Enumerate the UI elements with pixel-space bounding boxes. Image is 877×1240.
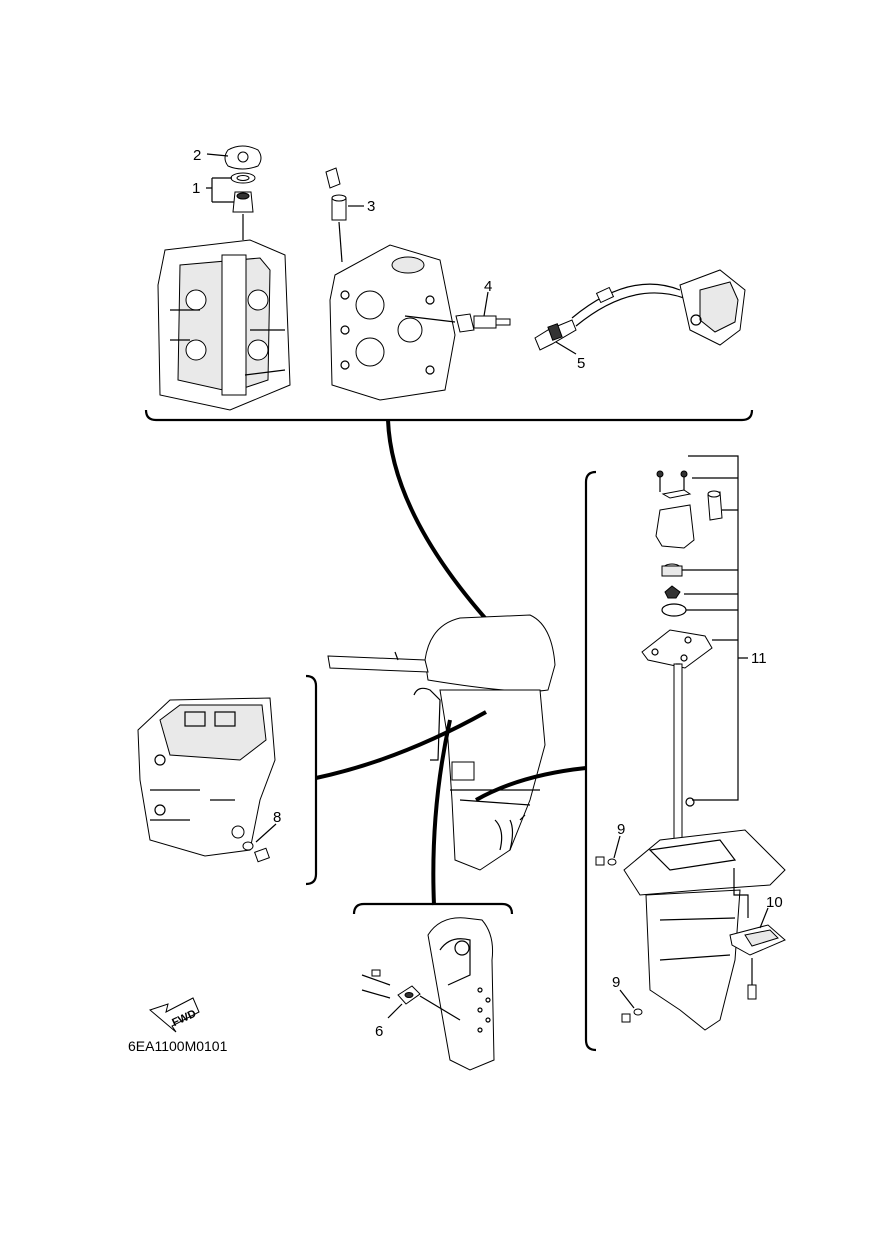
left-group-bracket <box>305 674 318 886</box>
leader-9b <box>619 989 635 1009</box>
connector-bracket <box>431 719 452 906</box>
leader-5 <box>555 341 577 355</box>
leader-9a <box>613 835 621 859</box>
anode-plug-drawing <box>325 167 347 263</box>
callout-3: 3 <box>367 198 375 215</box>
callout-1: 1 <box>192 180 200 197</box>
clamp-bracket-drawing <box>361 917 495 1071</box>
callout-10: 10 <box>766 894 783 911</box>
callout-11: 11 <box>751 650 767 667</box>
bottom-group-bracket <box>352 902 514 915</box>
connector-lower-casing <box>475 766 587 802</box>
leader-4 <box>483 291 489 317</box>
right-group-bracket <box>584 470 597 1052</box>
leader-8 <box>255 823 277 843</box>
outboard-motor-drawing <box>327 614 556 871</box>
leader-2 <box>206 153 229 157</box>
callout-2: 2 <box>193 147 201 164</box>
leader-6 <box>387 1003 403 1019</box>
cylinder-block-drawing <box>157 239 291 411</box>
thermostat-assembly-drawing <box>224 145 262 240</box>
callout-8: 8 <box>273 809 281 826</box>
lower-unit-drawing <box>623 663 786 1031</box>
leader-1 <box>206 177 234 203</box>
upper-casing-drawing <box>137 697 276 857</box>
water-pump-drawing <box>641 470 723 669</box>
top-group-bracket <box>144 409 754 422</box>
connector-top-to-engine <box>386 419 507 642</box>
callout-9a: 9 <box>617 821 625 838</box>
leader-11 <box>682 455 748 801</box>
leader-10 <box>759 907 769 929</box>
drain-bolt-drawing <box>242 841 270 863</box>
screw-washer-9a <box>595 856 617 866</box>
callout-9b: 9 <box>612 974 620 991</box>
fwd-arrow-icon: FWD <box>148 997 200 1033</box>
callout-5: 5 <box>577 355 585 372</box>
fuel-pump-drawing <box>534 269 746 351</box>
callout-6: 6 <box>375 1023 383 1040</box>
screw-washer-9b <box>621 1008 643 1023</box>
spark-plug-drawing <box>404 313 511 333</box>
callout-4: 4 <box>484 278 492 295</box>
cylinder-head-drawing <box>329 244 456 401</box>
diagram-code: 6EA1100M0101 <box>128 1038 228 1054</box>
connector-upper-casing <box>315 710 487 780</box>
